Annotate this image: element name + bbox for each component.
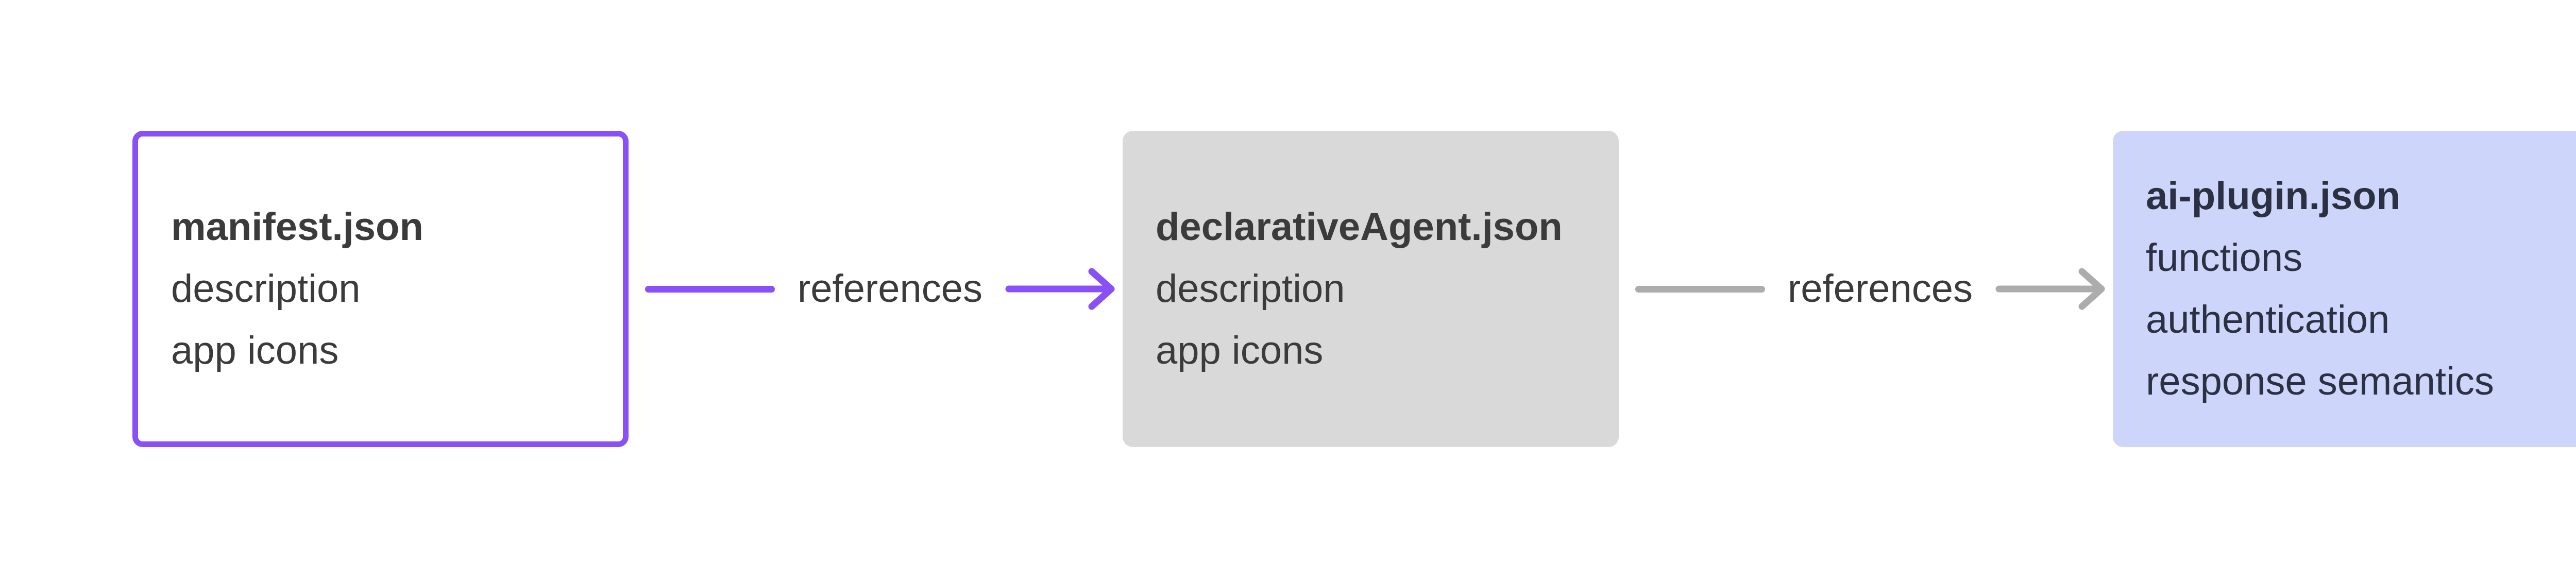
- node-attribute: app icons: [1156, 329, 1324, 372]
- node-attribute: description: [1156, 267, 1345, 311]
- connector-references-2: references: [1635, 255, 2106, 322]
- node-attribute: app icons: [171, 329, 339, 372]
- arrow-right-icon: [1005, 268, 1115, 310]
- node-declarative-agent-json: declarativeAgent.json description app ic…: [1123, 131, 1619, 447]
- node-attribute: functions: [2146, 236, 2303, 280]
- connector-line: [1635, 285, 1765, 293]
- node-title: manifest.json: [171, 205, 423, 249]
- node-title: ai-plugin.json: [2146, 174, 2400, 218]
- connector-label: references: [797, 267, 982, 311]
- node-attribute: authentication: [2146, 298, 2390, 341]
- connector-label: references: [1787, 267, 1973, 311]
- node-ai-plugin-json: ai-plugin.json functions authentication …: [2113, 131, 2576, 447]
- node-title: declarativeAgent.json: [1156, 205, 1563, 249]
- node-attribute: response semantics: [2146, 360, 2494, 403]
- arrow-right-icon: [1995, 268, 2105, 310]
- connector-references-1: references: [645, 255, 1116, 322]
- connector-line: [645, 285, 775, 293]
- node-attribute: description: [171, 267, 361, 311]
- node-manifest-json: manifest.json description app icons: [132, 131, 629, 447]
